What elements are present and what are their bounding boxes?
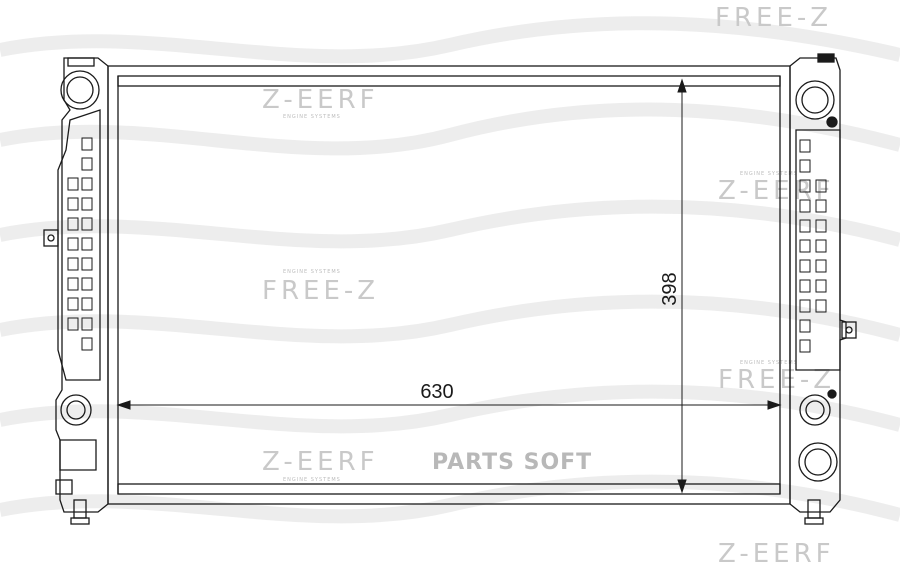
height-dimension-label: 398 <box>659 272 681 305</box>
width-arrow-left <box>116 400 131 410</box>
right-bottom-pipe-outer <box>798 442 838 482</box>
watermark-brand-mid: FREE-Z <box>262 276 379 306</box>
height-arrow-bottom <box>677 479 687 494</box>
right-mid-pipe <box>799 394 831 426</box>
left-tank <box>43 57 109 525</box>
dimension-lines <box>116 78 782 494</box>
watermark-brand-mirrored-4: Z-EERF <box>718 539 835 569</box>
height-arrow-top <box>677 78 687 93</box>
right-mount-bracket <box>841 321 857 339</box>
watermark-tagline-1: ENGINE SYSTEMS <box>283 114 341 120</box>
watermark-tagline-4: ENGINE SYSTEMS <box>740 360 798 366</box>
watermark-brand-mirrored-1: Z-EERF <box>262 85 379 115</box>
width-arrow-right <box>767 400 782 410</box>
left-mount-bracket <box>43 229 59 247</box>
wave-watermark-bands <box>0 16 900 524</box>
radiator-drawing <box>43 53 857 525</box>
left-top-pipe-inner <box>66 76 94 104</box>
width-dimension-label: 630 <box>420 381 453 403</box>
watermark-brand-mirrored-2: Z-EERF <box>718 176 835 206</box>
left-drain-pipe <box>60 394 92 426</box>
watermark-tagline-5: ENGINE SYSTEMS <box>283 477 341 483</box>
watermark-brand-top-right: FREE-Z <box>715 3 832 33</box>
parts-soft-stamp: PARTS SOFT <box>432 450 592 475</box>
right-top-pipe-inner <box>801 86 829 114</box>
watermark-tagline-3: ENGINE SYSTEMS <box>283 269 341 275</box>
watermark-brand-mirrored-3: Z-EERF <box>262 447 379 477</box>
watermark-tagline-2: ENGINE SYSTEMS <box>740 171 798 177</box>
brand-watermarks: FREE-Z Z-EERF ENGINE SYSTEMS ENGINE SYST… <box>262 3 835 569</box>
right-tank <box>789 53 857 525</box>
right-top-pipe-outer <box>795 80 835 120</box>
right-bottom-pipe-inner <box>804 448 832 476</box>
left-top-pipe-outer <box>60 70 100 110</box>
